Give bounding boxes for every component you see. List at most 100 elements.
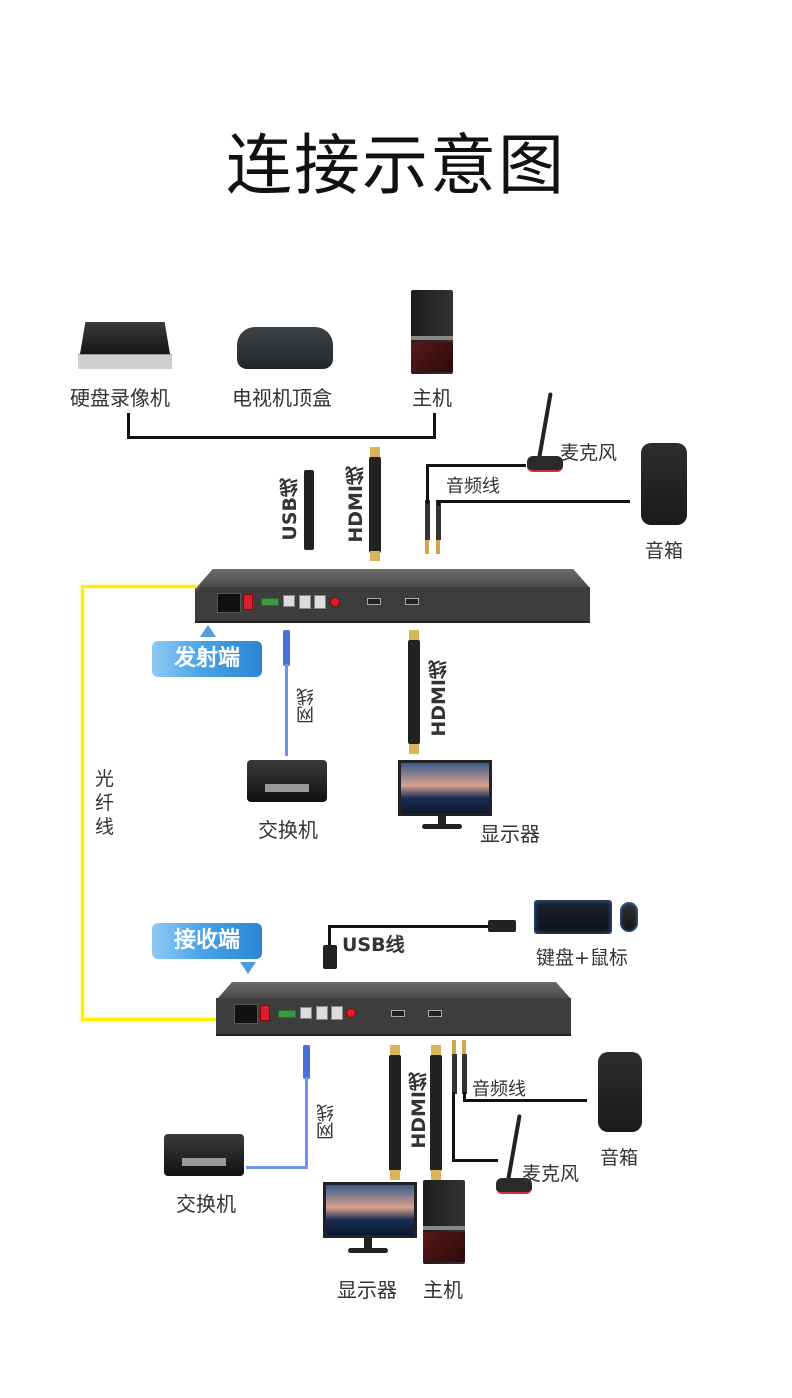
audio-jack-tip-2 [436, 540, 440, 554]
source-bracket-left [127, 413, 130, 439]
microphone-icon-rx [494, 1110, 534, 1196]
usb-port-1 [299, 595, 311, 609]
fiber-port-rx [346, 1008, 356, 1018]
speaker-label: 音箱 [645, 540, 684, 562]
mic-wire-vertical [426, 464, 429, 504]
hdmi-cable-label-rx: HDMI线 [408, 1072, 430, 1149]
monitor-stand-rx [364, 1235, 372, 1249]
set-top-box-icon [237, 327, 333, 369]
network-cable-label-rx: 网线 [316, 1104, 337, 1140]
hdmi-port-rx-1 [391, 1010, 405, 1017]
network-cable-label-tx: 网线 [296, 688, 317, 724]
mic-wire-rx-vertical [452, 1092, 455, 1162]
terminal-block [261, 598, 279, 606]
usb-port-rx-2 [331, 1006, 343, 1020]
usb-cable-label: USB线 [279, 478, 301, 541]
audio-jack-2 [436, 500, 441, 540]
badge-pointer-up [200, 625, 216, 637]
hdmi-plug-top [370, 447, 380, 457]
network-cable-rx-horizontal [246, 1166, 308, 1169]
receiver-device [216, 998, 571, 1036]
speaker-icon [641, 443, 687, 525]
audio-cable-label: 音频线 [446, 476, 500, 497]
source-bracket-bottom [127, 436, 436, 439]
transmitter-chassis-top [197, 569, 589, 587]
terminal-block-rx [278, 1010, 296, 1018]
network-cable-rx-vertical [305, 1077, 308, 1169]
power-socket [217, 593, 241, 613]
receiver-badge: 接收端 [152, 923, 262, 959]
network-plug-rx [303, 1045, 310, 1079]
fiber-line-bottom [81, 1018, 217, 1021]
page-title: 连接示意图 [226, 127, 566, 204]
monitor-icon-tx [398, 760, 492, 816]
pc-tower-icon-rx [423, 1180, 465, 1264]
receiver-chassis-top [218, 982, 570, 998]
monitor-base-tx [422, 824, 462, 829]
speaker-wire-horizontal [437, 500, 630, 503]
audio-jack-rx2 [462, 1054, 467, 1094]
audio-cable-label-rx: 音频线 [472, 1079, 526, 1100]
speaker-wire-rx-horizontal [463, 1099, 587, 1102]
hdmi-cable-rx1 [389, 1055, 401, 1171]
keyboard-mouse-label: 键盘+鼠标 [536, 947, 628, 969]
hdmi-plug-bottom [370, 551, 380, 561]
fiber-label-char-1: 光 [95, 768, 115, 790]
usb-wire-rx-horizontal [328, 925, 490, 928]
rj45-port [283, 595, 295, 607]
hdmi-cable-label: HDMI线 [345, 466, 367, 543]
hdmi-out-cable-icon [408, 640, 420, 744]
usb-port-rx-1 [316, 1006, 328, 1020]
usb-cable-label-rx: USB线 [342, 934, 405, 956]
source-bracket-right [433, 413, 436, 439]
hdmi-plug-rx2-top [431, 1045, 441, 1055]
network-switch-label-tx: 交换机 [258, 818, 318, 842]
monitor-label-tx: 显示器 [480, 822, 540, 846]
power-socket-rx [234, 1004, 258, 1024]
usb-wire-rx-vertical [328, 925, 331, 947]
pc-tower-label-rx: 主机 [423, 1278, 463, 1302]
mic-wire-rx-horizontal [452, 1159, 498, 1162]
hdmi-plug-rx1-bottom [390, 1170, 400, 1180]
pc-tower-label: 主机 [412, 386, 452, 410]
usb-port-2 [314, 595, 326, 609]
usb-cable-icon [304, 470, 314, 550]
pc-tower-icon [411, 290, 453, 374]
mouse-icon [620, 902, 638, 932]
audio-jack-tip-rx2 [462, 1040, 466, 1054]
fiber-label-char-3: 线 [95, 816, 115, 838]
monitor-stand-tx [438, 813, 446, 825]
network-cable-tx [285, 664, 288, 756]
hdmi-out-cable-label: HDMI线 [428, 660, 450, 737]
keyboard-icon [534, 900, 612, 934]
hdmi-out-port [405, 598, 419, 605]
fiber-label-char-2: 纤 [95, 792, 115, 814]
hdmi-port-rx-2 [428, 1010, 442, 1017]
mic-wire-horizontal [426, 464, 526, 467]
hdmi-plug-rx2-bottom [431, 1170, 441, 1180]
hdmi-out-plug-bottom [409, 744, 419, 754]
rj45-port-rx [300, 1007, 312, 1019]
fiber-port [330, 597, 340, 607]
fiber-line-top [81, 585, 197, 588]
network-switch-icon-rx [164, 1134, 244, 1176]
speaker-icon-rx [598, 1052, 642, 1132]
hdmi-cable-rx2 [430, 1055, 442, 1171]
power-switch [243, 594, 253, 610]
monitor-label-rx: 显示器 [337, 1278, 397, 1302]
monitor-icon-rx [323, 1182, 417, 1238]
power-switch-rx [260, 1005, 270, 1021]
network-switch-label-rx: 交换机 [176, 1192, 236, 1216]
usb-plug-keyboard [488, 920, 516, 932]
set-top-box-label: 电视机顶盒 [232, 386, 332, 410]
hdmi-cable-icon [369, 457, 381, 553]
nvr-icon [78, 322, 172, 370]
fiber-line-vertical [81, 585, 84, 1021]
microphone-label: 麦克风 [560, 442, 618, 464]
speaker-wire-rx-vertical [463, 1092, 466, 1102]
speaker-label-rx: 音箱 [600, 1147, 639, 1169]
nvr-label: 硬盘录像机 [70, 386, 170, 410]
network-plug-tx [283, 630, 290, 666]
audio-jack-tip-rx1 [452, 1040, 456, 1054]
audio-jack-tip-1 [425, 540, 429, 554]
